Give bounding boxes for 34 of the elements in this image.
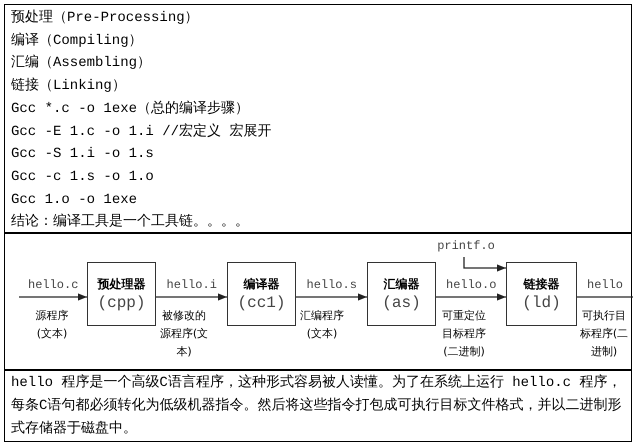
- tool-name: 预处理器: [98, 276, 146, 293]
- paragraph: hello 程序是一个高级C语言程序，这种形式容易被人读懂。为了在系统上运行 hello.c 程序，每条C语句都必须转化为低级机器指令。然后将这些指令打包成可执行目标文件格式，并以二进制形式存储器于磁盘中。: [11, 373, 622, 439]
- text-line: Gcc *.c -o 1exe（总的编译步骤）: [11, 100, 250, 118]
- program-name: (ld): [522, 293, 561, 313]
- file-caption: 可重定位目标程序(二进制): [441, 308, 487, 360]
- tool-name: 汇编器: [384, 276, 420, 293]
- file-caption: 可执行目标程序(二进制): [579, 308, 629, 360]
- process-box: [227, 262, 296, 326]
- text-line: Gcc -E 1.c -o 1.i //宏定义 宏展开: [11, 122, 272, 140]
- text-line: 编译（Compiling）: [11, 32, 143, 50]
- arrow: [296, 293, 367, 301]
- arrow: [463, 257, 506, 272]
- text-line: 结论：编译工具是一个工具链。。。。: [11, 213, 249, 232]
- file-caption: 汇编程序(文本): [299, 308, 345, 342]
- arrow: [436, 293, 506, 301]
- process-box: [87, 262, 156, 326]
- text-line: Gcc -S 1.i -o 1.s: [11, 145, 154, 164]
- text-line: Gcc -c 1.s -o 1.o: [11, 168, 154, 186]
- text-line: 链接（Linking）: [11, 77, 126, 96]
- file-name: printf.o: [433, 239, 499, 255]
- text-line: 预处理（Pre-Processing）: [11, 9, 199, 27]
- file-caption: 源程序(文本): [34, 308, 70, 342]
- text-line: 汇编（Assembling）: [11, 54, 152, 72]
- tool-name: 链接器: [524, 276, 560, 293]
- file-caption: 被修改的源程序(文本): [159, 308, 209, 360]
- program-name: (as): [382, 293, 421, 313]
- text-line: Gcc 1.o -o 1exe: [11, 190, 138, 209]
- program-name: (cpp): [97, 293, 146, 313]
- arrow: [156, 293, 227, 301]
- process-box: [367, 262, 436, 326]
- arrow: [19, 293, 87, 301]
- tool-name: 编译器: [244, 276, 280, 293]
- process-box: [506, 262, 577, 326]
- program-name: (cc1): [237, 293, 286, 313]
